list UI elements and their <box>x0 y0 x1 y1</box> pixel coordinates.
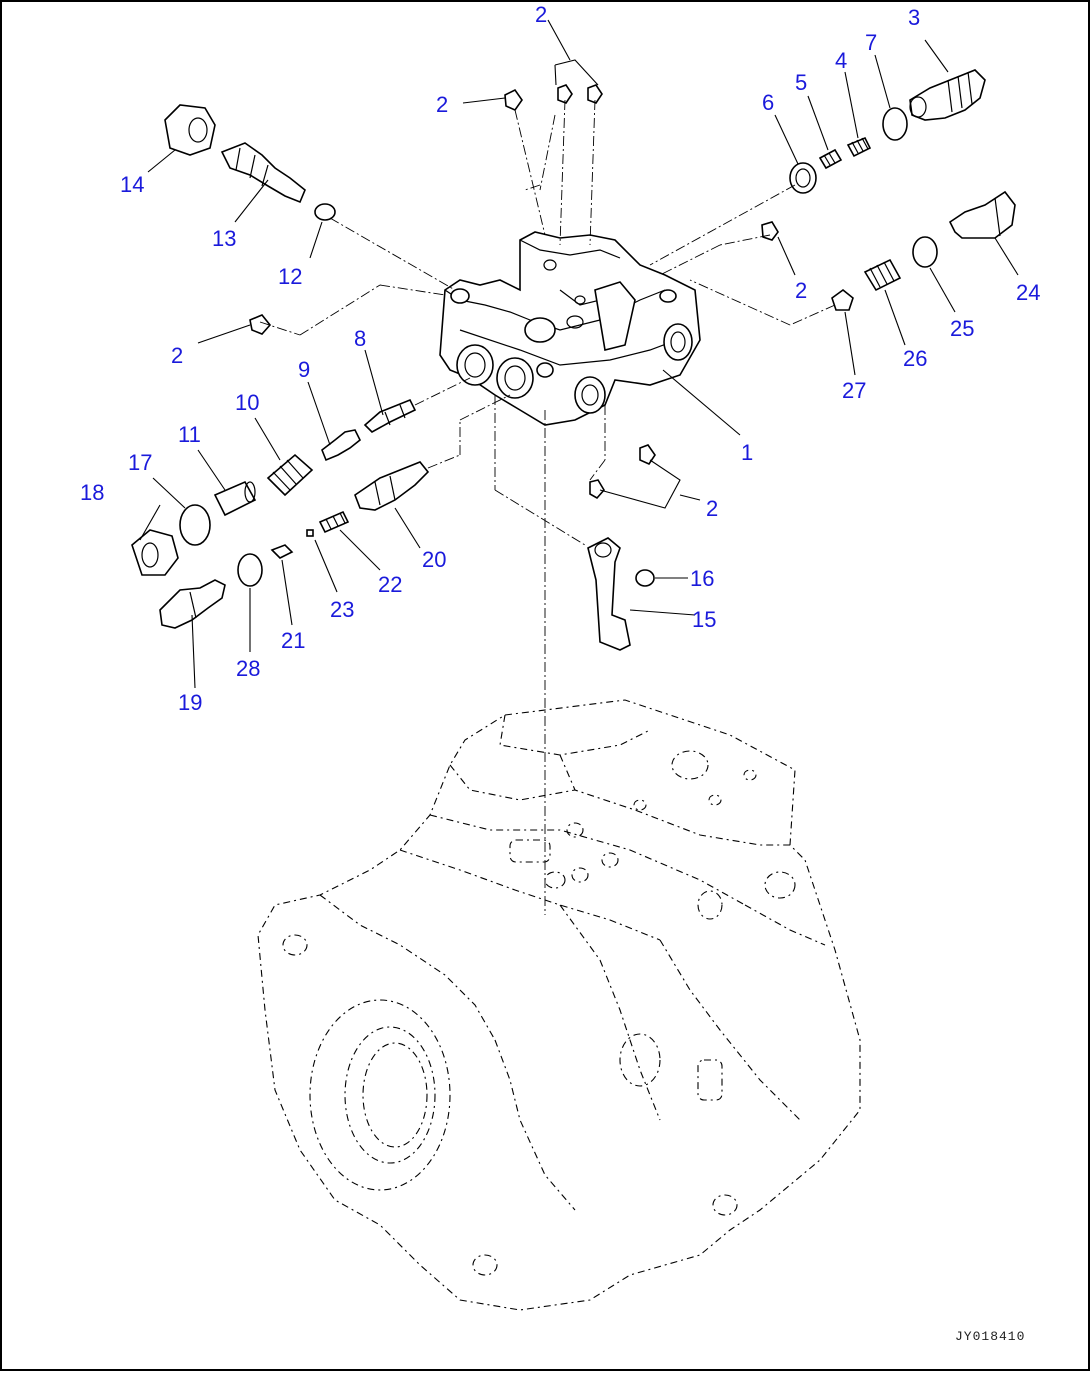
callout-15: 15 <box>692 607 716 632</box>
callout-14: 14 <box>120 172 144 197</box>
callout-26: 26 <box>903 346 927 371</box>
part-13-spool <box>220 142 306 204</box>
callout-24: 24 <box>1016 280 1040 305</box>
pump-controller-housing <box>439 231 701 426</box>
leader-lines <box>139 19 1019 689</box>
callout-20: 20 <box>422 547 446 572</box>
callout-10: 10 <box>235 390 259 415</box>
callout-21: 21 <box>281 628 305 653</box>
callout-11: 11 <box>178 422 201 447</box>
callout-25: 25 <box>950 316 974 341</box>
pump-body-phantom <box>257 699 861 1311</box>
part-2-plugs <box>249 84 779 500</box>
drawing-id: JY018410 <box>955 1329 1025 1344</box>
callout-2-right: 2 <box>795 278 807 303</box>
callout-1: 1 <box>741 440 753 465</box>
callout-19: 19 <box>178 690 202 715</box>
callout-2-top: 2 <box>535 2 547 27</box>
part-5-spring <box>818 148 843 170</box>
part-21-pin <box>270 544 294 559</box>
part-12-o-ring <box>314 203 336 221</box>
part-7-o-ring <box>882 107 908 141</box>
part-23-ball <box>306 529 314 537</box>
part-9-piston <box>321 429 362 462</box>
callout-2-top-left: 2 <box>436 92 448 117</box>
callout-9: 9 <box>298 357 310 382</box>
part-14-nut <box>164 104 216 156</box>
part-22-spring <box>318 510 350 534</box>
part-18-plug <box>131 529 179 576</box>
part-28-o-ring <box>237 553 263 587</box>
part-15-lever <box>587 537 631 651</box>
part-8-spool <box>363 398 417 433</box>
part-4-spring <box>846 136 872 158</box>
callout-28: 28 <box>236 656 260 681</box>
callout-27: 27 <box>842 378 866 403</box>
part-10-spring <box>266 453 314 497</box>
part-3-valve <box>909 69 986 121</box>
callout-13: 13 <box>212 226 236 251</box>
callout-3: 3 <box>908 5 920 30</box>
callout-12: 12 <box>278 264 302 289</box>
part-26-spring <box>863 258 902 292</box>
part-11-sleeve <box>213 480 257 517</box>
callout-18: 18 <box>80 480 104 505</box>
part-25-o-ring <box>912 236 938 268</box>
part-19-plug <box>159 579 226 629</box>
assembly-chain-lines <box>259 99 836 915</box>
callout-5: 5 <box>795 70 807 95</box>
callout-2-bottom: 2 <box>706 496 718 521</box>
part-20-valve <box>354 461 430 511</box>
callout-4: 4 <box>835 48 847 73</box>
part-27-fitting <box>831 288 854 311</box>
callout-16: 16 <box>690 566 714 591</box>
callout-8: 8 <box>354 326 366 351</box>
callout-6: 6 <box>762 90 774 115</box>
callout-7: 7 <box>865 30 877 55</box>
callout-17: 17 <box>128 450 152 475</box>
callout-23: 23 <box>330 597 354 622</box>
callout-22: 22 <box>378 572 402 597</box>
part-17-o-ring <box>179 504 211 546</box>
callout-2-left: 2 <box>171 343 183 368</box>
part-6-ring <box>789 162 817 194</box>
callout-labels: 1 2 2 2 2 2 3 4 5 6 7 8 9 10 11 12 13 14… <box>80 2 1040 715</box>
part-24-plug <box>948 190 1016 239</box>
part-16-pin <box>635 569 655 587</box>
